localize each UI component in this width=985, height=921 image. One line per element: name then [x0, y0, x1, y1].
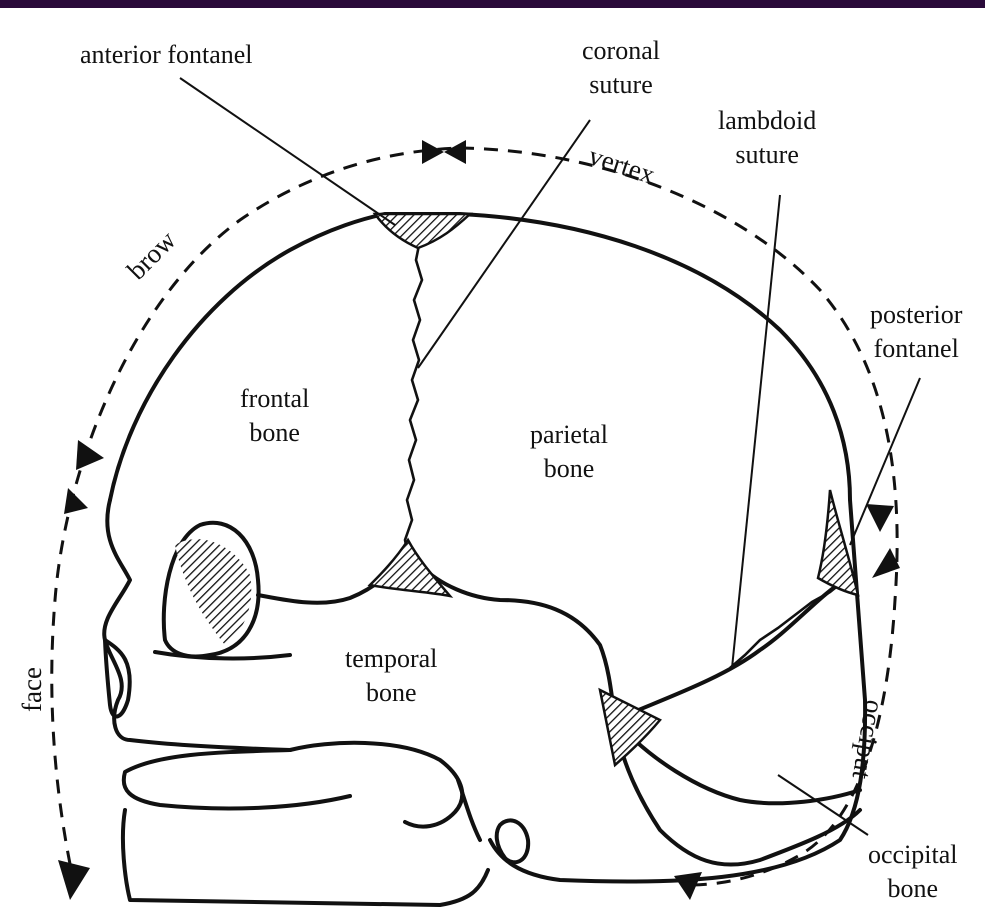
suture-lines [405, 240, 845, 668]
label-lambdoid-suture: lambdoid suture [718, 104, 816, 172]
label-occipital-bone: occipital bone [868, 838, 958, 906]
label-anterior-fontanel: anterior fontanel [80, 38, 253, 72]
region-label-face: face [17, 667, 48, 712]
label-posterior-fontanel: posterior fontanel [870, 298, 962, 366]
dashed-orbit [52, 148, 897, 888]
label-frontal-bone: frontal bone [240, 382, 309, 450]
fontanel-shading [175, 214, 858, 765]
label-temporal-bone: temporal bone [345, 642, 437, 710]
label-coronal-suture: coronal suture [582, 34, 660, 102]
label-parietal-bone: parietal bone [530, 418, 608, 486]
